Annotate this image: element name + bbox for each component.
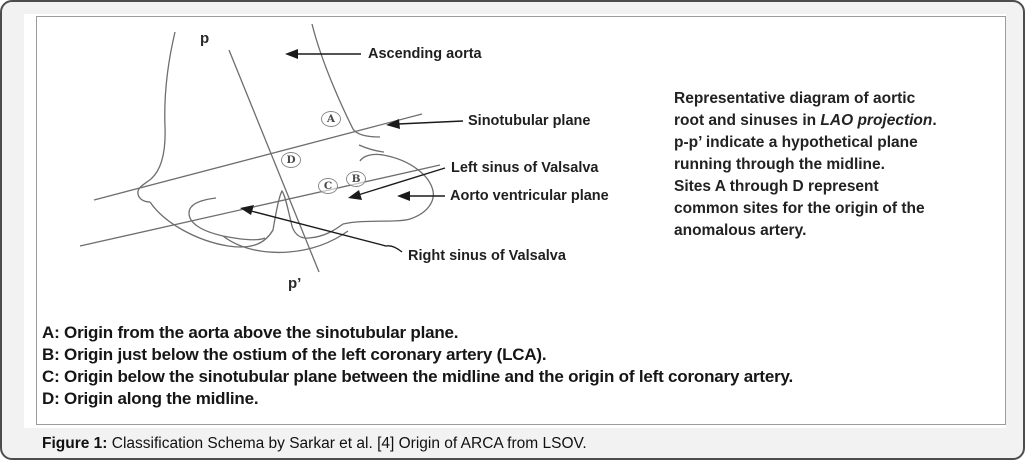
figure-caption-text: Classification Schema by Sarkar et al. […: [107, 435, 587, 452]
side-note: Representative diagram of aortic root an…: [674, 88, 989, 242]
midline-p-prime-label: p’: [288, 275, 302, 292]
site-marker-a: A: [321, 111, 341, 127]
side-note-line: p-p’ indicate a hypothetical plane: [674, 134, 918, 151]
figure-caption: Figure 1: Classification Schema by Sarka…: [42, 435, 587, 453]
figure-panel-frame: [36, 16, 1006, 425]
ascending-aorta-label: Ascending aorta: [368, 46, 482, 62]
lao-projection-emphasis: LAO projection: [820, 112, 933, 129]
site-definition-a: A: Origin from the aorta above the sinot…: [42, 323, 459, 342]
site-marker-d: D: [281, 152, 301, 168]
side-note-line: running through the midline.: [674, 156, 885, 173]
side-note-line: common sites for the origin of the: [674, 200, 925, 217]
right-sinus-label: Right sinus of Valsalva: [408, 248, 566, 264]
left-sinus-label: Left sinus of Valsalva: [451, 160, 599, 176]
site-definition-c: C: Origin below the sinotubular plane be…: [42, 367, 794, 386]
midline-p-label: p: [200, 30, 210, 47]
site-marker-b: B: [346, 171, 366, 187]
site-definition-d: D: Origin along the midline.: [42, 389, 259, 408]
site-definition-b: B: Origin just below the ostium of the l…: [42, 345, 547, 364]
side-note-line: Sites A through D represent: [674, 178, 879, 195]
site-definitions: A: Origin from the aorta above the sinot…: [42, 322, 793, 410]
side-note-line: root and sinuses in LAO projection.: [674, 112, 937, 129]
aorto-ventricular-plane-label: Aorto ventricular plane: [450, 188, 609, 204]
site-marker-c: C: [318, 178, 338, 194]
figure-caption-label: Figure 1:: [42, 435, 108, 452]
sinotubular-plane-label: Sinotubular plane: [468, 113, 591, 129]
side-note-line: Representative diagram of aortic: [674, 90, 916, 107]
side-note-line: anomalous artery.: [674, 222, 807, 239]
